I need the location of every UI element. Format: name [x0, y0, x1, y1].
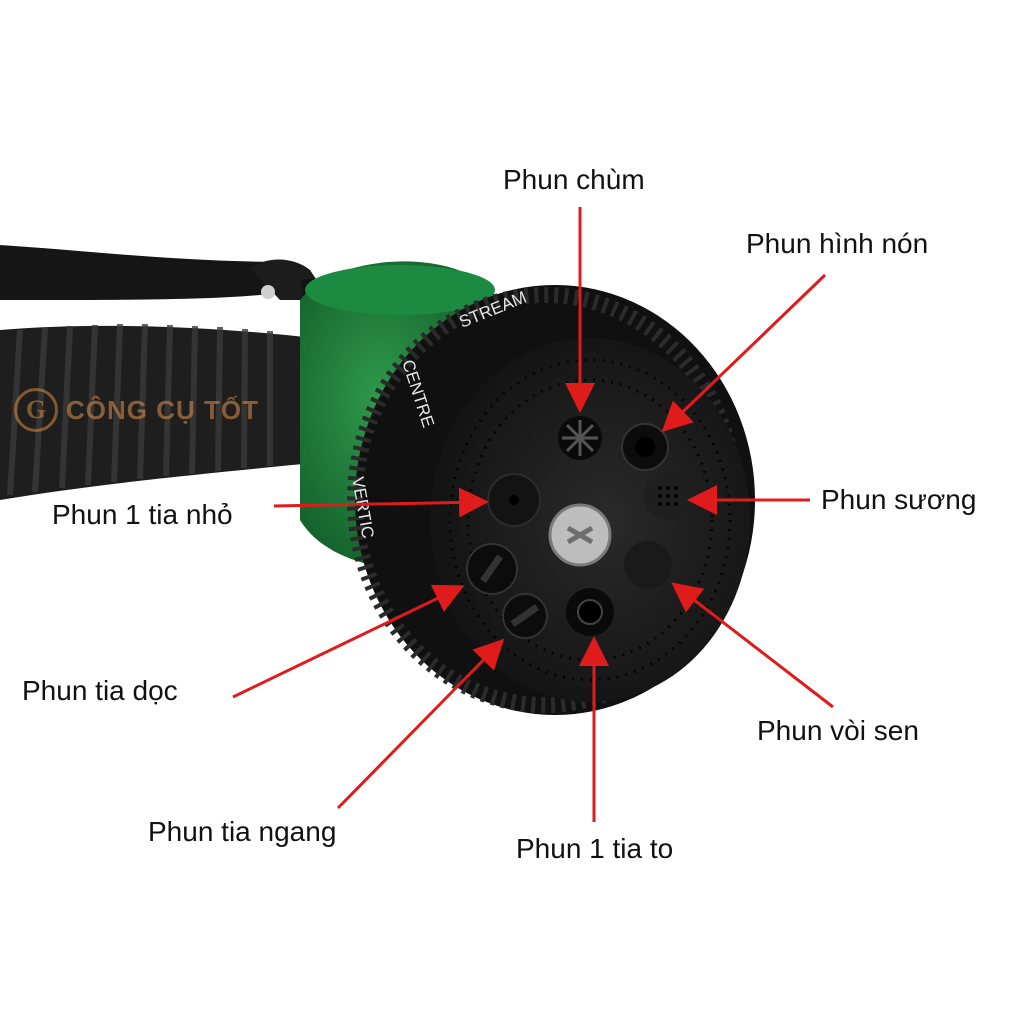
label-phun-suong: Phun sương: [821, 484, 977, 515]
arrow-tia-doc: [232, 584, 465, 699]
arrow-hinh-non: [661, 273, 827, 433]
label-phun-1-tia-nho: Phun 1 tia nhỏ: [52, 499, 233, 530]
label-phun-1-tia-to: Phun 1 tia to: [516, 833, 674, 864]
hole-tia-doc: [466, 543, 518, 595]
annotation-arrows: [232, 207, 834, 822]
brand-logo: G CÔNG CỤ TỐT: [14, 388, 259, 432]
arrow-tia-nho: [273, 487, 489, 518]
logo-mark-icon: G: [14, 388, 58, 432]
logo-text: CÔNG CỤ TỐT: [66, 394, 259, 425]
arrow-voi-sen: [671, 582, 834, 709]
arrow-tia-ngang: [336, 638, 505, 810]
center-screw-icon: [548, 503, 612, 567]
hole-tia-to: [566, 588, 614, 636]
label-phun-chum: Phun chùm: [503, 164, 645, 195]
label-phun-voi-sen: Phun vòi sen: [757, 715, 919, 746]
screw-small-icon: [261, 285, 275, 299]
hole-tia-nho: [487, 473, 541, 527]
hole-tia-ngang: [502, 593, 548, 639]
hole-hinh-non: [621, 423, 669, 471]
hole-voi-sen: [624, 541, 672, 589]
label-phun-tia-ngang: Phun tia ngang: [148, 816, 337, 847]
label-phun-hinh-non: Phun hình nón: [746, 228, 929, 259]
hole-suong: [644, 472, 692, 520]
hole-chum: [558, 416, 602, 460]
label-phun-tia-doc: Phun tia dọc: [22, 675, 178, 706]
